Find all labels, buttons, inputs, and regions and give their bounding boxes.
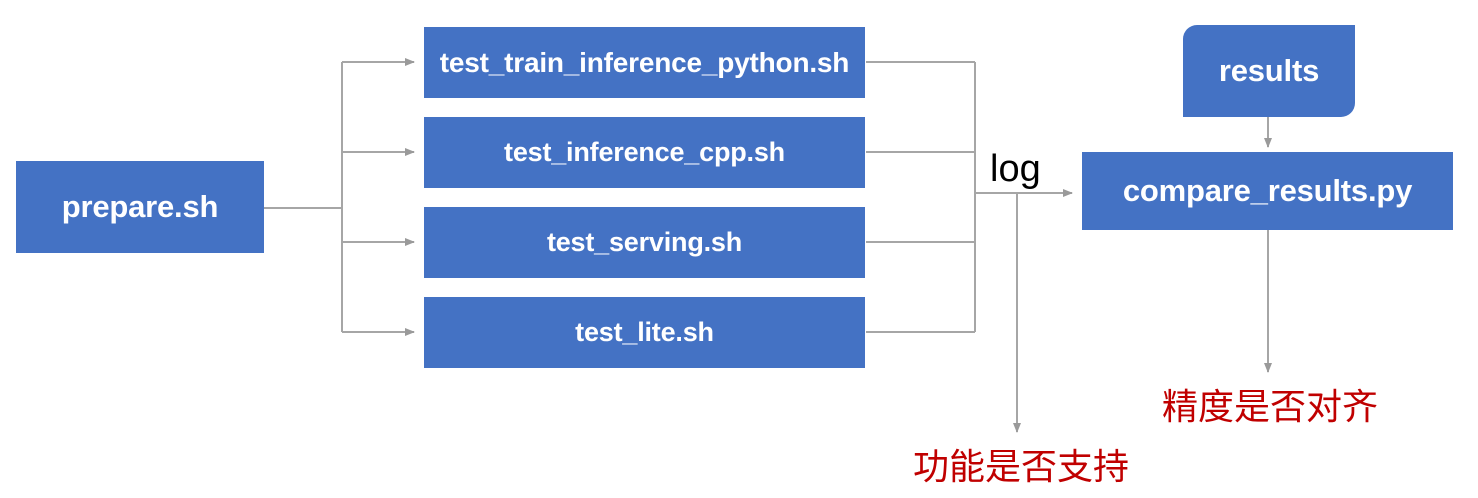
node-compare-results-py[interactable]: compare_results.py (1082, 152, 1453, 230)
node-prepare-sh[interactable]: prepare.sh (16, 161, 264, 253)
node-test-serving-sh[interactable]: test_serving.sh (424, 207, 865, 278)
node-test-train-inference-python-sh[interactable]: test_train_inference_python.sh (424, 27, 865, 98)
edge-label-log: log (990, 148, 1041, 190)
annotation-feature-support: 功能是否支持 (913, 447, 1130, 488)
node-test-lite-sh[interactable]: test_lite.sh (424, 297, 865, 368)
annotation-precision-align: 精度是否对齐 (1162, 387, 1379, 428)
node-test-inference-cpp-sh[interactable]: test_inference_cpp.sh (424, 117, 865, 188)
node-results[interactable]: results (1183, 25, 1355, 117)
